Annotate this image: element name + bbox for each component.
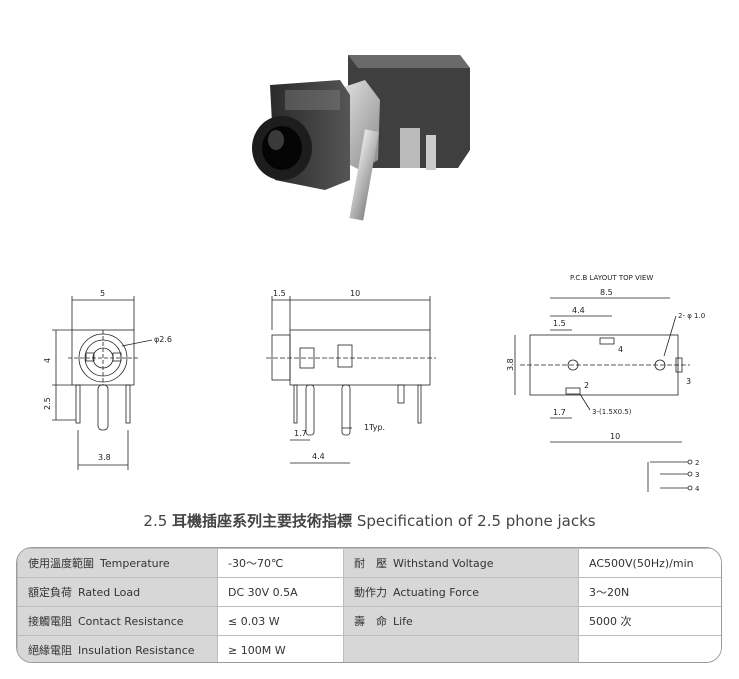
spec-value: ≥ 100M W [217,635,344,662]
spec-value: 3～20N [578,577,721,607]
side-d-label: 4.4 [312,452,325,461]
spec-title-num: 2.5 [143,512,168,530]
switch-schematic: 2 3 4 [647,459,700,493]
spec-label-empty [343,635,579,662]
front-view: 5 φ2.6 4 2.5 3.8 [43,289,172,470]
pcb-holes-label: 2- φ 1.0 [678,312,705,320]
pcb-c-label: 1.7 [553,408,566,417]
spec-value: -30～70℃ [217,548,344,578]
side-view: 1.5 10 1.7 4.4 1Typ. [266,289,436,464]
spec-value: 5000 次 [578,606,721,636]
spec-title-en: Specification of 2.5 phone jacks [356,512,596,530]
pcb-b-label: 1.5 [553,319,566,328]
pcb-layout: P.C.B LAYOUT TOP VIEW 8.5 4.4 1.5 2- φ 1… [506,274,705,443]
spec-title: 2.5 耳機插座系列主要技術指標 Specification of 2.5 ph… [0,510,739,531]
side-b-label: 10 [350,289,360,298]
pcb-w-label: 8.5 [600,288,613,297]
pcb-slot-label: 3-(1.5X0.5) [592,408,632,416]
pcb-a-label: 4.4 [572,306,585,315]
front-width-label: 5 [100,289,105,298]
side-a-label: 1.5 [273,289,286,298]
sch-p4: 4 [695,485,700,493]
pcb-d-label: 10 [610,432,620,441]
side-typ-label: 1Typ. [364,423,385,432]
spec-value-empty [578,635,721,662]
spec-value: AC500V(50Hz)/min [578,548,721,578]
pcb-p2: 2 [584,381,589,390]
spec-value: ≤ 0.03 W [217,606,344,636]
front-hole-label: φ2.6 [154,335,172,344]
pcb-p3: 3 [686,377,691,386]
pcb-title: P.C.B LAYOUT TOP VIEW [570,274,653,282]
spec-title-cn: 耳機插座系列主要技術指標 [172,512,353,530]
front-height-label: 4 [43,358,52,363]
product-photo [252,55,470,221]
sch-p3: 3 [695,471,699,479]
technical-drawings: 5 φ2.6 4 2.5 3.8 1.5 10 [43,274,705,493]
spec-value: DC 30V 0.5A [217,577,344,607]
front-pitch-label: 3.8 [98,453,111,462]
sch-p2: 2 [695,459,699,467]
front-pin-label: 2.5 [43,397,52,410]
side-c-label: 1.7 [294,429,307,438]
pcb-p4: 4 [618,345,623,354]
pcb-h-label: 3.8 [506,358,515,371]
